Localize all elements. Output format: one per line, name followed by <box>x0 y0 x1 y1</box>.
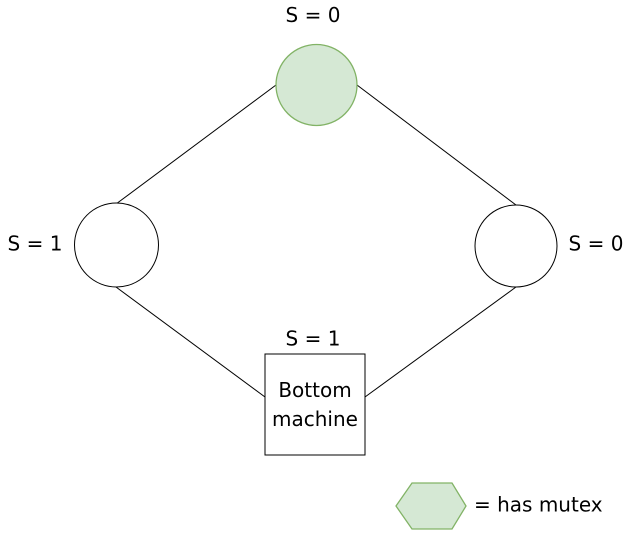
right-node-label: S = 0 <box>568 231 624 256</box>
bottom-node-text: Bottom machine <box>272 377 358 431</box>
edge-top-to-left <box>115 84 277 205</box>
legend-mutex-hexagon-icon <box>395 482 467 530</box>
legend-label: = has mutex <box>474 492 603 517</box>
bottom-machine-node <box>264 353 366 456</box>
left-machine-node <box>74 202 159 288</box>
edge-left-to-bottom <box>115 286 266 398</box>
left-node-label: S = 1 <box>7 231 63 256</box>
top-node-label: S = 0 <box>285 3 341 27</box>
edge-top-to-right <box>356 84 517 206</box>
top-machine-node-mutex <box>275 43 358 127</box>
right-machine-node <box>474 204 558 288</box>
bottom-node-label: S = 1 <box>285 326 341 351</box>
edge-right-to-bottom <box>364 286 517 398</box>
